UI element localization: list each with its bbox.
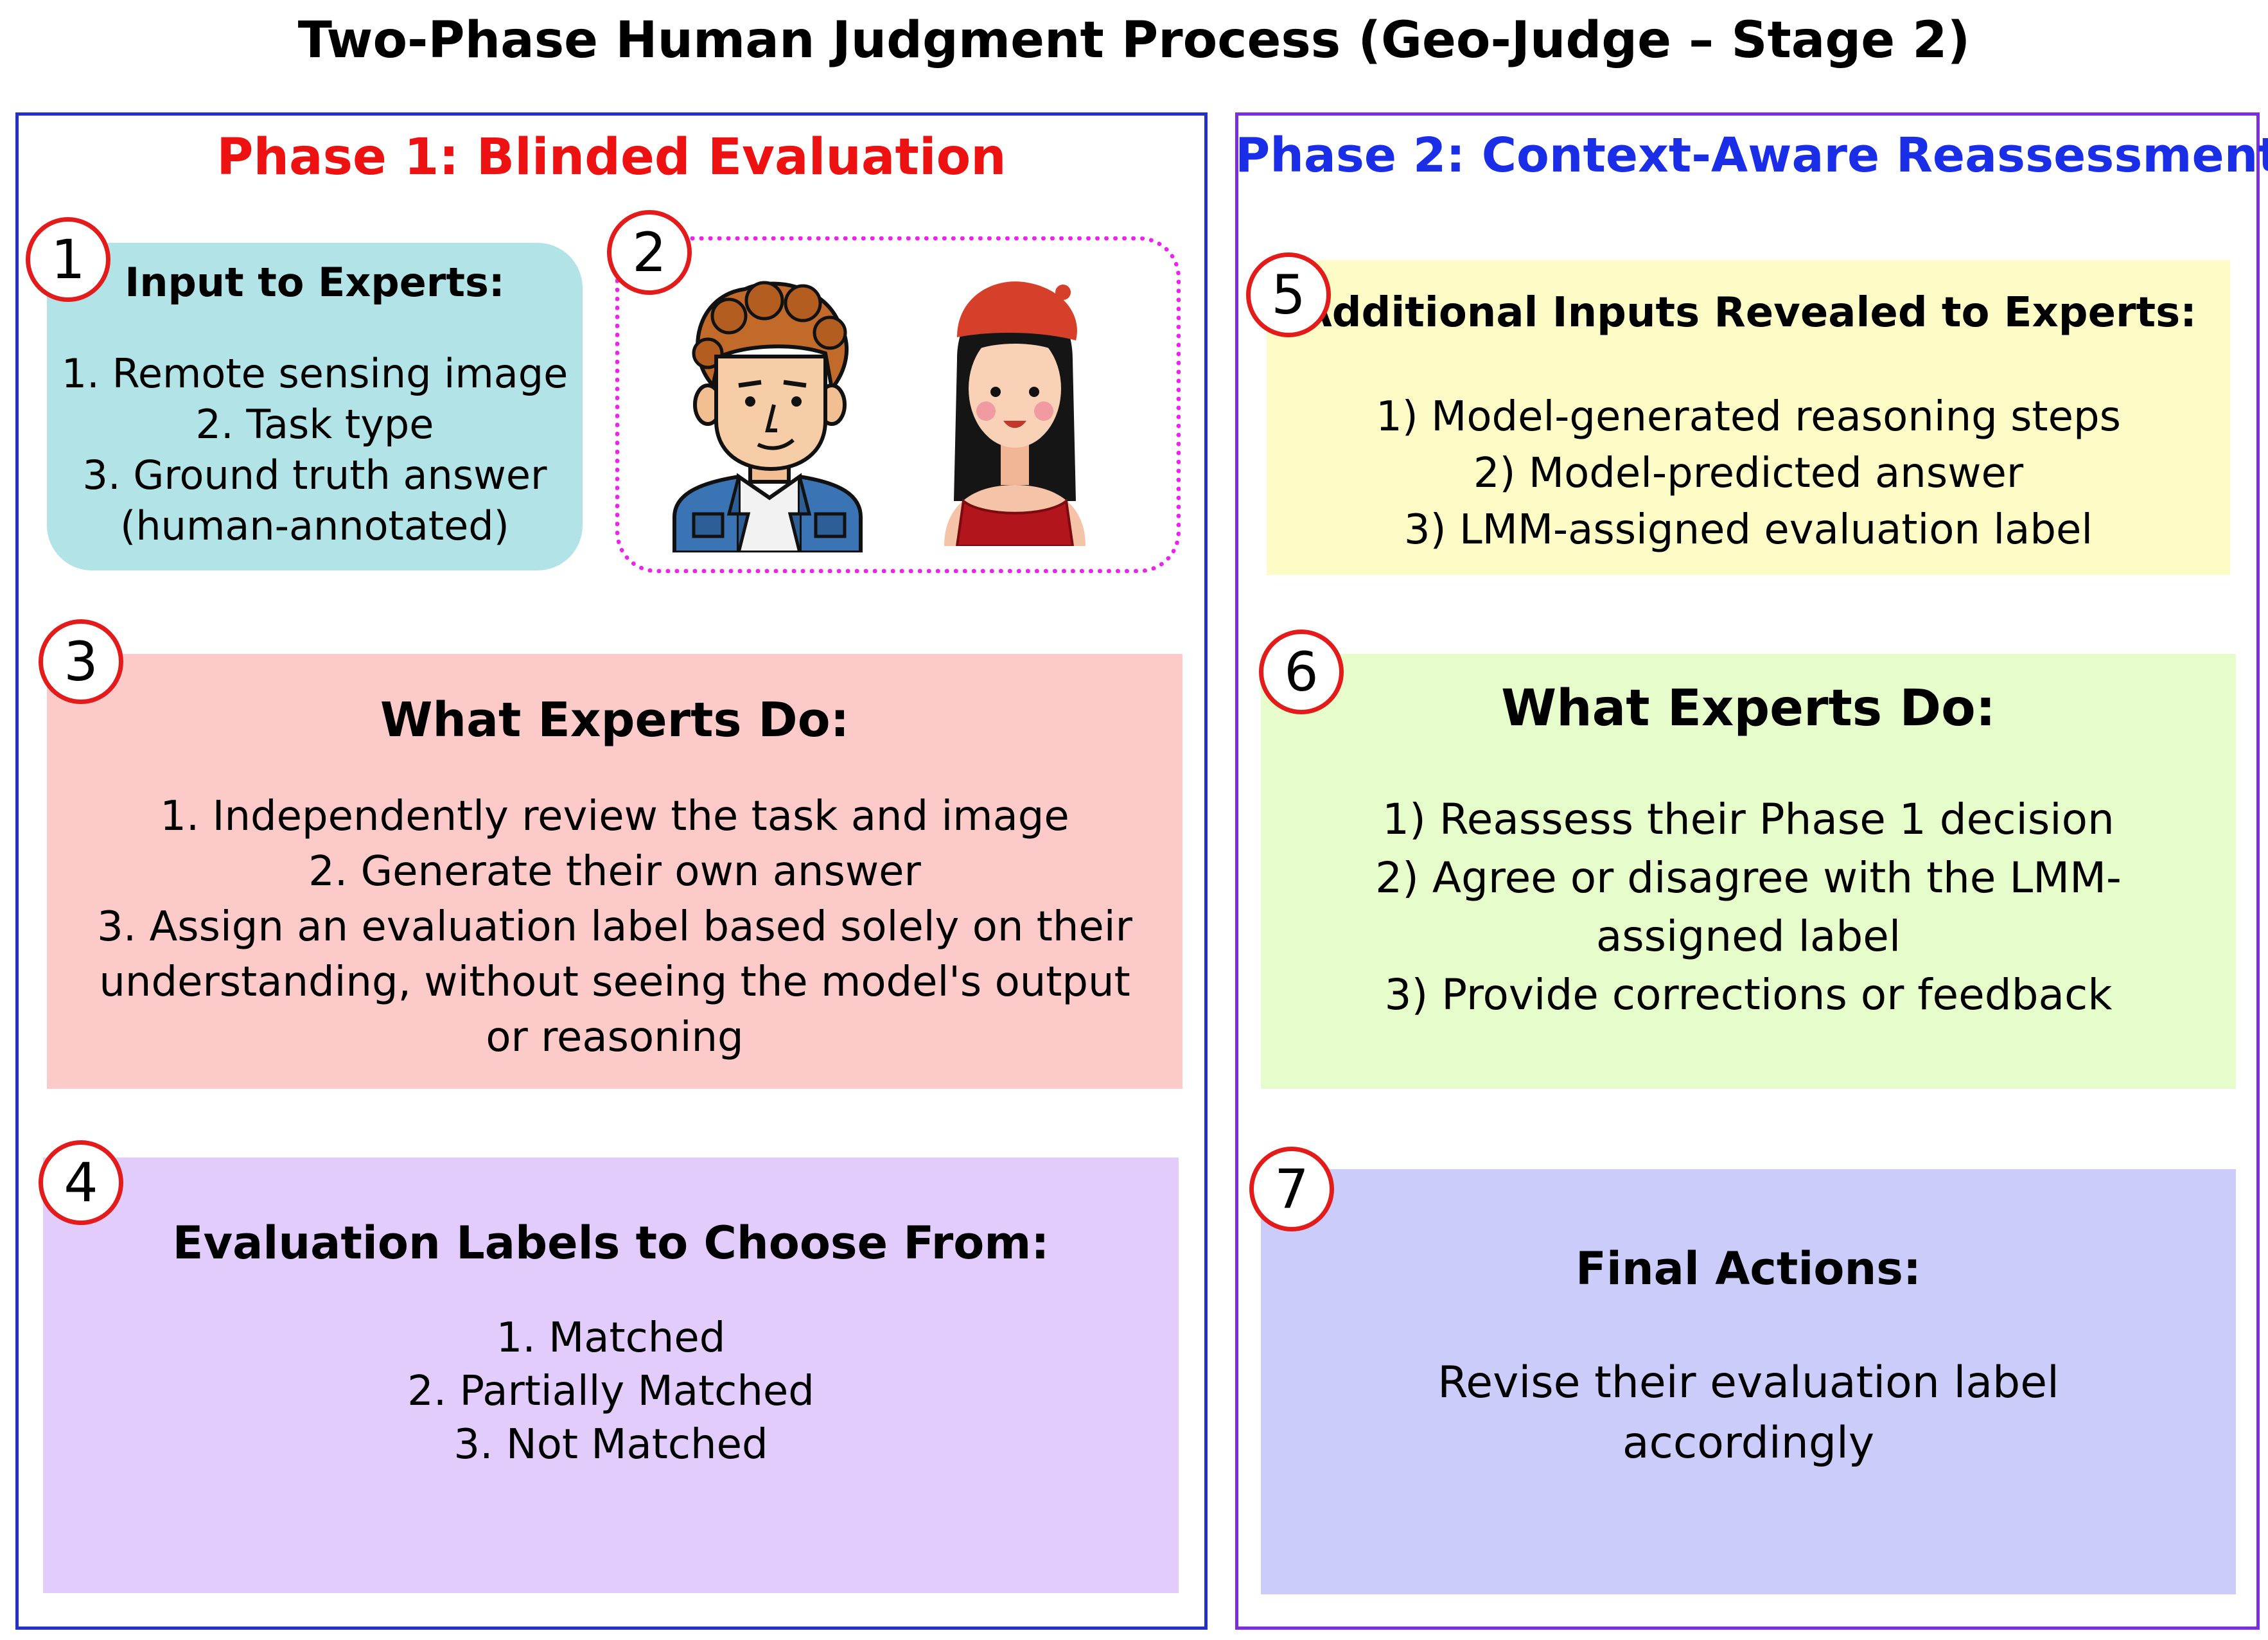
reassess-item: 3) Provide corrections or feedback <box>1384 970 2113 1019</box>
experts-frame <box>615 236 1181 573</box>
revealed-item: 3) LMM-assigned evaluation label <box>1403 506 2093 554</box>
reassess-item: 2) Agree or disagree with the LMM- <box>1375 853 2122 903</box>
action-item: understanding, without seeing the model'… <box>99 958 1130 1006</box>
step-number-1: 1 <box>26 217 110 302</box>
action-item: 2. Generate their own answer <box>308 848 921 895</box>
input-to-experts-title: Input to Experts: <box>125 259 505 306</box>
reassess-item: 1) Reassess their Phase 1 decision <box>1382 795 2114 844</box>
step-number-5: 5 <box>1246 252 1331 337</box>
final-actions-box: Final Actions: Revise their evaluation l… <box>1261 1169 2236 1594</box>
diagram-title: Two-Phase Human Judgment Process (Geo-Ju… <box>297 12 1971 69</box>
phase2-frame <box>1235 112 2260 1630</box>
final-action-item: accordingly <box>1622 1418 1875 1468</box>
label-option: 2. Partially Matched <box>407 1368 814 1415</box>
input-item: 2. Task type <box>195 401 434 448</box>
phase1-frame <box>15 112 1208 1630</box>
final-actions-title: Final Actions: <box>1576 1242 1921 1295</box>
action-item: or reasoning <box>486 1014 744 1061</box>
male-expert-icon <box>672 281 863 552</box>
additional-inputs-title: Additional Inputs Revealed to Experts: <box>1300 289 2197 337</box>
what-experts-do-phase2-box: What Experts Do: 1) Reassess their Phase… <box>1261 654 2236 1089</box>
what-experts-do-phase1-box: What Experts Do: 1. Independently review… <box>47 654 1182 1089</box>
female-expert-icon <box>944 281 1086 546</box>
final-action-item: Revise their evaluation label <box>1437 1357 2059 1408</box>
revealed-item: 2) Model-predicted answer <box>1473 450 2024 497</box>
phase1-heading: Phase 1: Blinded Evaluation <box>216 128 1007 186</box>
input-item: (human-annotated) <box>120 502 509 549</box>
step-number-3: 3 <box>39 619 123 704</box>
additional-inputs-box: Additional Inputs Revealed to Experts: 1… <box>1267 260 2230 575</box>
step-number-6: 6 <box>1259 630 1344 714</box>
what-experts-do-phase1-title: What Experts Do: <box>380 692 850 748</box>
label-option: 1. Matched <box>496 1314 726 1362</box>
input-item: 1. Remote sensing image <box>61 350 568 397</box>
what-experts-do-phase2-title: What Experts Do: <box>1501 680 1996 737</box>
evaluation-labels-title: Evaluation Labels to Choose From: <box>172 1217 1050 1269</box>
label-option: 3. Not Matched <box>453 1421 768 1468</box>
revealed-item: 1) Model-generated reasoning steps <box>1376 393 2121 441</box>
action-item: 3. Assign an evaluation label based sole… <box>97 903 1132 951</box>
evaluation-labels-box: Evaluation Labels to Choose From: 1. Mat… <box>43 1158 1179 1593</box>
step-number-7: 7 <box>1249 1147 1334 1231</box>
step-number-2: 2 <box>607 210 692 295</box>
step-number-4: 4 <box>39 1140 123 1225</box>
input-to-experts-box: Input to Experts: 1. Remote sensing imag… <box>47 243 583 570</box>
phase2-heading: Phase 2: Context-Aware Reassessment <box>1235 128 2268 183</box>
input-item: 3. Ground truth answer <box>82 452 547 498</box>
reassess-item: assigned label <box>1596 912 1901 961</box>
action-item: 1. Independently review the task and ima… <box>160 793 1069 840</box>
